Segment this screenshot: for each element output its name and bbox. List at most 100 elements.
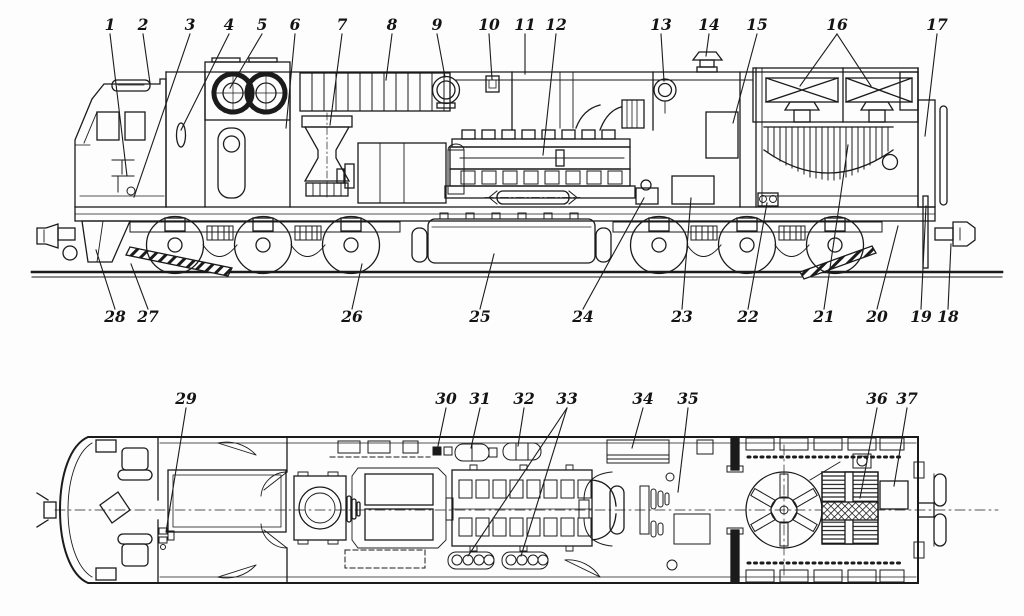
callout-label-36: 36 xyxy=(866,389,888,408)
callout-leader-21 xyxy=(823,144,849,310)
hv-chamber-door xyxy=(217,127,246,199)
callout-leader-18 xyxy=(947,243,952,310)
callout-leader-20 xyxy=(876,225,899,310)
rectifier-box xyxy=(364,473,434,506)
door-swing xyxy=(564,559,601,578)
callout-leader-13 xyxy=(660,33,665,82)
callout-label-10: 10 xyxy=(478,15,500,34)
callout-label-6: 6 xyxy=(290,15,301,34)
handrail xyxy=(939,105,948,206)
driver-seat xyxy=(111,159,135,193)
callout-leader-25 xyxy=(479,253,495,310)
callout-37: 37 xyxy=(893,389,918,487)
callout-36: 36 xyxy=(859,389,888,499)
fan-silhouette xyxy=(845,77,913,123)
callout-leader-28 xyxy=(95,249,116,310)
wheel xyxy=(233,215,293,275)
cooling-fan-plan xyxy=(745,444,841,576)
callout-label-3: 3 xyxy=(185,15,196,34)
callout-17: 17 xyxy=(924,15,948,137)
callout-label-7: 7 xyxy=(337,15,348,34)
louver xyxy=(175,122,187,148)
control-desk xyxy=(99,491,131,524)
drive-couplings xyxy=(578,471,711,571)
callout-35: 35 xyxy=(677,389,699,493)
step-wheel xyxy=(62,245,78,261)
callout-label-33: 33 xyxy=(556,389,578,408)
callout-18: 18 xyxy=(937,243,959,326)
callout-leader-5 xyxy=(229,33,263,89)
callout-30: 30 xyxy=(435,389,457,447)
engine-pipes xyxy=(591,479,617,541)
callout-2: 2 xyxy=(137,15,151,84)
callout-label-25: 25 xyxy=(468,307,491,326)
driver-cab xyxy=(74,78,167,208)
callout-leader-34 xyxy=(631,407,644,449)
callout-leader-27 xyxy=(130,263,149,310)
gear-fan xyxy=(244,71,288,115)
callout-27: 27 xyxy=(130,263,159,326)
aux-motor xyxy=(673,513,711,545)
callout-label-21: 21 xyxy=(812,307,835,326)
rear-steps xyxy=(799,245,877,280)
callout-leader-2 xyxy=(142,33,151,84)
plan-cab xyxy=(95,436,175,584)
door-swing xyxy=(217,564,257,579)
callout-1: 1 xyxy=(105,15,128,177)
callout-label-19: 19 xyxy=(910,307,932,326)
plan-radiator-room xyxy=(726,436,909,584)
rectifier-box xyxy=(364,508,434,541)
callout-label-32: 32 xyxy=(513,389,535,408)
side-radiator xyxy=(745,437,905,583)
callout-leader-12 xyxy=(542,33,557,156)
wheel xyxy=(717,215,777,275)
compressor-box xyxy=(671,175,715,205)
callout-leader-19 xyxy=(920,205,927,310)
fuel-filler-vent xyxy=(653,78,677,114)
air-horn xyxy=(691,51,724,73)
air-intake-funnel xyxy=(301,112,353,200)
callout-19: 19 xyxy=(910,205,932,326)
callout-31: 31 xyxy=(469,389,491,449)
callout-leader-32 xyxy=(517,407,525,447)
hv-chamber-plan xyxy=(167,469,287,533)
callout-label-37: 37 xyxy=(896,389,918,408)
callout-label-2: 2 xyxy=(137,15,149,34)
callout-label-17: 17 xyxy=(926,15,948,34)
callout-label-11: 11 xyxy=(514,15,536,34)
roof-fan-box xyxy=(204,57,291,208)
callout-4: 4 xyxy=(180,15,234,131)
callout-leader-37 xyxy=(893,407,908,487)
callout-14: 14 xyxy=(698,15,720,57)
radiator-shutters xyxy=(761,126,919,197)
callout-leader-23 xyxy=(681,197,692,310)
callout-label-5: 5 xyxy=(257,15,268,34)
callout-label-31: 31 xyxy=(469,389,491,408)
callout-23: 23 xyxy=(670,197,693,326)
plan-front-room xyxy=(167,436,601,584)
air-reservoir xyxy=(502,442,542,461)
door-swing xyxy=(217,441,257,456)
rear-coupler xyxy=(934,221,976,247)
plan-front-coupler xyxy=(36,492,57,528)
callout-11: 11 xyxy=(514,15,536,75)
callout-label-23: 23 xyxy=(670,307,693,326)
callout-22: 22 xyxy=(736,202,768,326)
callout-label-24: 24 xyxy=(571,307,594,326)
plan-generator xyxy=(293,467,454,549)
plan-diesel-engine xyxy=(451,464,625,552)
callout-25: 25 xyxy=(468,253,495,326)
porthole xyxy=(881,153,899,171)
underframe xyxy=(74,206,936,222)
plan-view xyxy=(36,436,999,584)
cab-window xyxy=(96,111,120,141)
callout-label-14: 14 xyxy=(698,15,720,34)
callout-leader-35 xyxy=(677,407,689,493)
callout-21: 21 xyxy=(812,144,849,326)
callout-leader-8 xyxy=(385,33,393,81)
callout-label-35: 35 xyxy=(677,389,699,408)
roof-vent-ring xyxy=(431,75,461,109)
water-pump xyxy=(635,187,659,205)
